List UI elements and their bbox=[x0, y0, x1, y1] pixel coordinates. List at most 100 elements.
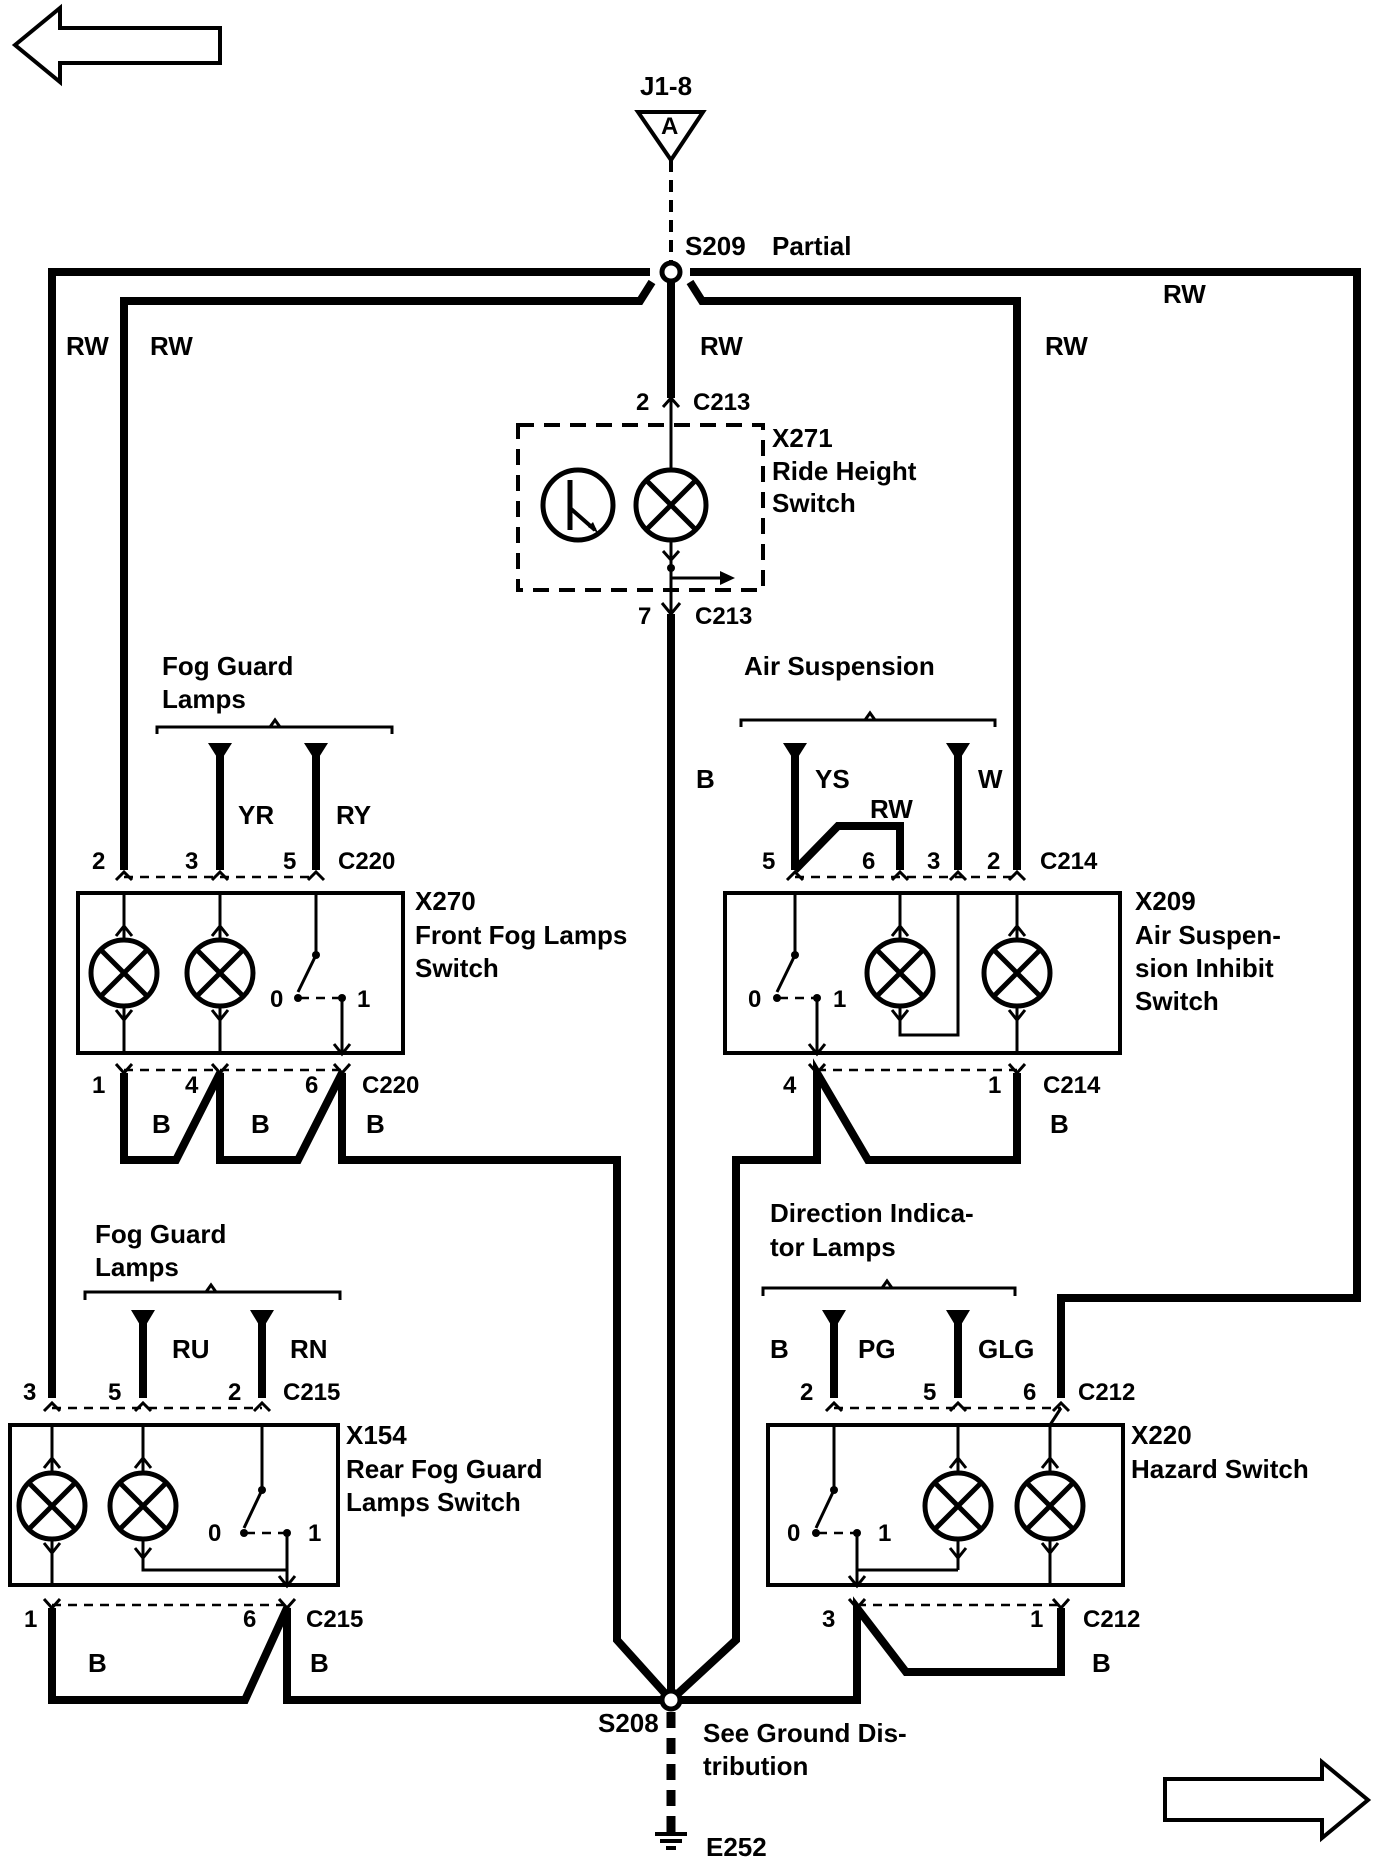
x220-id: X220 bbox=[1131, 1420, 1192, 1450]
x271-name-2: Switch bbox=[772, 488, 856, 518]
x270-wire-yr: YR bbox=[238, 800, 274, 830]
x154-box bbox=[8, 1423, 340, 1587]
s208-note-1: See Ground Dis- bbox=[703, 1718, 907, 1748]
x209-name-1: Air Suspen- bbox=[1135, 920, 1281, 950]
x154-name-2: Lamps Switch bbox=[346, 1487, 521, 1517]
x209-group-1: Air Suspension bbox=[744, 651, 935, 681]
x209-pin-top-2: 6 bbox=[862, 848, 875, 875]
x154-group-2: Lamps bbox=[95, 1252, 179, 1282]
s209-note: Partial bbox=[772, 231, 852, 261]
x209-pin-bot-2: 1 bbox=[988, 1072, 1001, 1099]
x220-pin-bot-2: 1 bbox=[1030, 1606, 1043, 1633]
s208-note-2: tribution bbox=[703, 1751, 808, 1781]
s208-label: S208 bbox=[598, 1708, 659, 1738]
x209-gnd-1: B bbox=[1050, 1109, 1069, 1139]
x209-pin-top-1: 5 bbox=[762, 848, 775, 875]
x154-pin-bot-2: 6 bbox=[243, 1606, 256, 1633]
left-arrow-icon[interactable] bbox=[11, 3, 222, 87]
x154-switch-icon bbox=[240, 1425, 297, 1589]
ground-label: E252 bbox=[706, 1832, 767, 1862]
x220-pin-top-3: 6 bbox=[1023, 1379, 1036, 1406]
x270-gnd-2: B bbox=[251, 1109, 270, 1139]
x220-ground-wires bbox=[671, 1596, 1065, 1704]
x209-wire-ys: YS bbox=[815, 764, 850, 794]
x220-lamp2-icon bbox=[1014, 1470, 1086, 1542]
x270-gnd-1: B bbox=[152, 1109, 171, 1139]
x209-pin-top-4: 2 bbox=[987, 848, 1000, 875]
x270-lamp2-icon bbox=[184, 937, 256, 1009]
x270-pos1: 1 bbox=[357, 986, 370, 1013]
x154-pin-top-3: 2 bbox=[228, 1379, 241, 1406]
x270-name-1: Front Fog Lamps bbox=[415, 920, 627, 950]
splice-s209 bbox=[659, 260, 683, 284]
x270-lamp1-icon bbox=[88, 937, 160, 1009]
x270-group-bracket bbox=[155, 717, 394, 734]
top-connector-triangle bbox=[634, 110, 707, 164]
wire-label-b-center: B bbox=[696, 764, 715, 794]
x154-pin-top-2: 5 bbox=[108, 1379, 121, 1406]
right-arrow-icon[interactable] bbox=[1163, 1757, 1372, 1843]
x154-group-bracket bbox=[83, 1282, 342, 1300]
x270-pin-bot-3: 6 bbox=[305, 1072, 318, 1099]
x271-pin-top: 2 bbox=[636, 389, 649, 416]
x270-pin-top-2: 3 bbox=[185, 848, 198, 875]
x209-wire-w: W bbox=[978, 764, 1003, 794]
x220-group-bracket bbox=[761, 1278, 1017, 1296]
x209-pos0: 0 bbox=[748, 986, 761, 1013]
airsusp-rw-link bbox=[792, 822, 904, 873]
x271-id: X271 bbox=[772, 423, 833, 453]
x154-pin-top-1: 3 bbox=[23, 1379, 36, 1406]
x154-id: X154 bbox=[346, 1420, 407, 1450]
x154-wire-ru: RU bbox=[172, 1334, 210, 1364]
x220-conn-bot: C212 bbox=[1083, 1606, 1140, 1633]
x270-conn-top: C220 bbox=[338, 848, 395, 875]
x271-conn-bottom: C213 bbox=[695, 603, 752, 630]
x154-conn-bot: C215 bbox=[306, 1606, 363, 1633]
top-connector-letter: A bbox=[661, 113, 678, 140]
x209-pos1: 1 bbox=[833, 986, 846, 1013]
x220-lamp1-icon bbox=[922, 1470, 994, 1542]
x220-switch-icon bbox=[812, 1425, 958, 1589]
x154-wire-rn: RN bbox=[290, 1334, 328, 1364]
x220-name-1: Hazard Switch bbox=[1131, 1454, 1309, 1484]
wire-rw-right bbox=[686, 279, 1021, 870]
x154-lamp2-icon bbox=[107, 1470, 179, 1542]
x271-chevron-bottom bbox=[661, 550, 681, 563]
x270-pin-top-1: 2 bbox=[92, 848, 105, 875]
x209-pin-bot-1: 4 bbox=[783, 1072, 797, 1099]
x270-group-2: Lamps bbox=[162, 684, 246, 714]
x220-pos0: 0 bbox=[787, 1520, 800, 1547]
x154-group-1: Fog Guard bbox=[95, 1219, 226, 1249]
x154-lamp1-icon bbox=[16, 1470, 88, 1542]
x209-lamp2-icon bbox=[981, 937, 1053, 1009]
x220-pos1: 1 bbox=[878, 1520, 891, 1547]
wire-rw-outer-right bbox=[690, 268, 1361, 1398]
x209-switch-icon bbox=[773, 893, 827, 1057]
x220-pin-top-1: 2 bbox=[800, 1379, 813, 1406]
x154-name-1: Rear Fog Guard bbox=[346, 1454, 542, 1484]
wire-rw-outer-left bbox=[48, 268, 650, 1398]
transistor-icon bbox=[540, 467, 616, 543]
ground-icon bbox=[655, 1832, 687, 1850]
x209-wire-rw: RW bbox=[870, 794, 913, 824]
x154-ground-wires bbox=[48, 1606, 671, 1704]
x209-name-2: sion Inhibit bbox=[1135, 953, 1274, 983]
x209-name-3: Switch bbox=[1135, 986, 1219, 1016]
x154-pos1: 1 bbox=[308, 1520, 321, 1547]
wire-rw-left bbox=[120, 279, 656, 870]
x220-wire-glg: GLG bbox=[978, 1334, 1034, 1364]
x154-gnd-1: B bbox=[88, 1648, 107, 1678]
wire-label-rw-right: RW bbox=[1045, 331, 1088, 361]
x270-gnd-3: B bbox=[366, 1109, 385, 1139]
x270-conn-bot: C220 bbox=[362, 1072, 419, 1099]
x154-pos0: 0 bbox=[208, 1520, 221, 1547]
x220-pin-bot-1: 3 bbox=[822, 1606, 835, 1633]
x271-lamp-icon bbox=[633, 467, 709, 543]
x209-ground-wires bbox=[668, 1058, 1021, 1703]
x209-id: X209 bbox=[1135, 886, 1196, 916]
x271-top-pin bbox=[661, 395, 681, 470]
x220-wire-b: B bbox=[770, 1334, 789, 1364]
x270-box bbox=[76, 891, 405, 1055]
wire-label-rw-center: RW bbox=[700, 331, 743, 361]
x209-conn-top: C214 bbox=[1040, 848, 1098, 875]
